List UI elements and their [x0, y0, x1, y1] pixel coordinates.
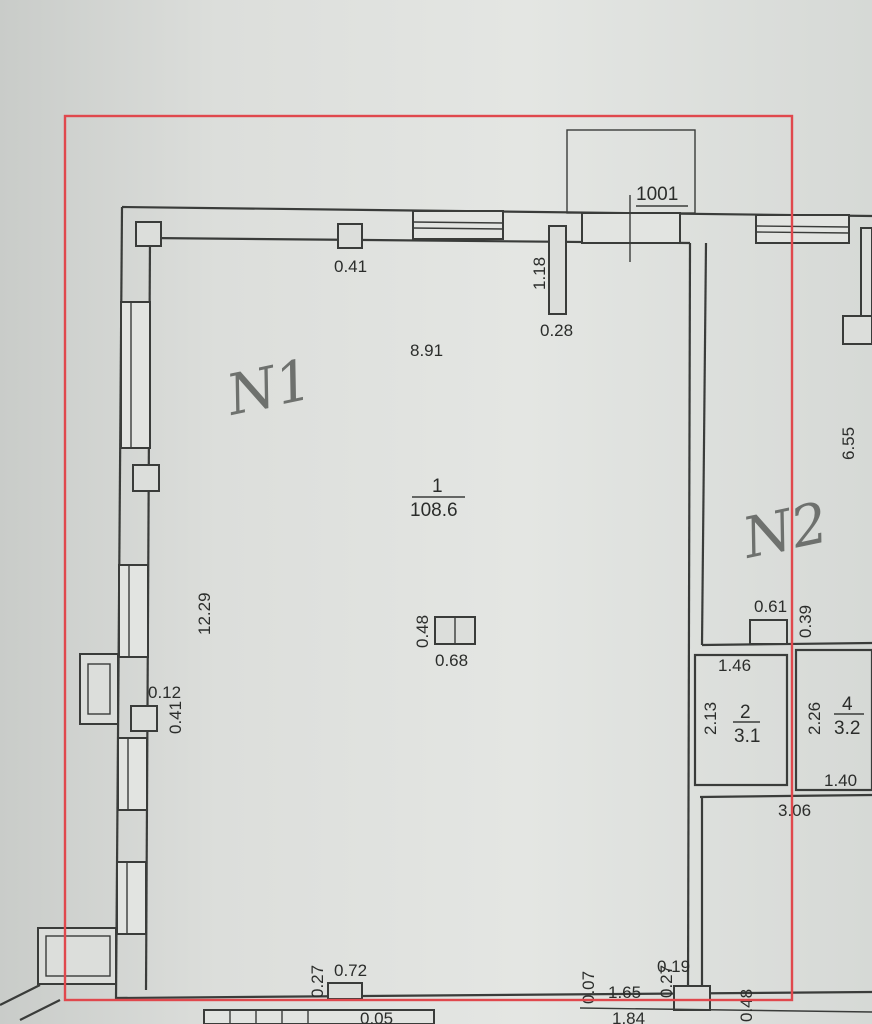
- window-top-3: [755, 214, 850, 244]
- label-1001: 1001: [636, 184, 678, 205]
- label-room2-height: 2.13: [701, 702, 720, 735]
- window-top-2: [581, 212, 681, 244]
- label-room-area: 108.6: [410, 500, 458, 521]
- label-small-col-h: 0.39: [796, 605, 815, 638]
- room-1001-box: [566, 129, 696, 214]
- label-pillar-w: 0.28: [540, 321, 573, 340]
- window-left-2: [118, 564, 149, 658]
- label-bottom-c: 0.27: [657, 965, 676, 998]
- room-4-outline: [794, 648, 872, 792]
- label-room4-width: 1.40: [824, 771, 857, 790]
- label-left-col-b: 0.41: [166, 701, 185, 734]
- pillar-top: [548, 225, 567, 315]
- window-top-3-line-2: [755, 231, 850, 234]
- label-room4-number: 4: [842, 694, 853, 715]
- column-top-mid: [337, 223, 363, 249]
- label-bottom-e: 1.84: [612, 1009, 645, 1024]
- label-pillar-h: 1.18: [530, 257, 549, 290]
- label-room4-area: 3.2: [834, 718, 860, 739]
- column-left-2: [130, 705, 158, 732]
- partition-main-right: [686, 242, 692, 993]
- bottom-left-diagonal: [0, 984, 41, 1006]
- room-2-outline: [693, 653, 789, 787]
- window-top-1: [412, 210, 504, 240]
- column-bottom-right: [673, 985, 711, 1011]
- label-room-width: 8.91: [410, 341, 443, 360]
- label-bottom-col-h: 0.27: [308, 965, 327, 998]
- room-5-outline: [699, 793, 872, 985]
- selection-rectangle[interactable]: [63, 114, 794, 1002]
- partition-right-inner: [700, 242, 708, 646]
- label-bottom-d: 0.19: [657, 957, 690, 976]
- window-top-3-line: [755, 225, 850, 228]
- label-bottom-col-w: 0.72: [334, 961, 367, 980]
- vent-block-bottom-inner: [45, 935, 111, 977]
- label-left-col-a: 0.12: [148, 683, 181, 702]
- column-bottom: [327, 982, 363, 1000]
- label-room4-height: 2.26: [805, 702, 824, 735]
- label-room5-width: 3.06: [778, 801, 811, 820]
- label-room-number: 1: [432, 476, 443, 497]
- column-left-1: [132, 464, 160, 492]
- stub-right: [860, 227, 872, 319]
- vent-block-left: [79, 653, 119, 725]
- column-top-left: [135, 221, 162, 247]
- window-top-1-line-2: [412, 227, 504, 230]
- stair-strip: [203, 1009, 435, 1024]
- label-bottom-g: 0.05: [360, 1009, 393, 1024]
- window-left-1: [120, 301, 151, 449]
- label-room2-area: 3.1: [734, 726, 760, 747]
- bottom-left-diagonal-2: [19, 999, 61, 1021]
- window-top-1-line: [412, 221, 504, 224]
- label-bottom-b: 1.65: [608, 983, 641, 1002]
- label-small-col-w: 0.61: [754, 597, 787, 616]
- column-right-small: [749, 619, 788, 645]
- label-center-col-w: 0.68: [435, 651, 468, 670]
- column-right-top: [842, 315, 872, 345]
- vent-block-left-inner: [87, 663, 111, 715]
- bottom-wall: [115, 990, 872, 1000]
- vent-block-bottom: [37, 927, 117, 985]
- bottom-edge-line: [579, 1007, 872, 1013]
- label-center-col-h: 0.48: [413, 615, 432, 648]
- label-room2-width: 1.46: [718, 656, 751, 675]
- label-bottom-f: 0.48: [737, 989, 756, 1022]
- label-room2-number: 2: [740, 702, 751, 723]
- window-left-4: [116, 861, 147, 935]
- window-left-3: [117, 737, 148, 811]
- label-col-top: 0.41: [334, 257, 367, 276]
- label-right-room-len: 6.55: [839, 427, 858, 460]
- label-room-length: 12.29: [195, 592, 214, 635]
- label-bottom-a: 0.07: [579, 971, 598, 1004]
